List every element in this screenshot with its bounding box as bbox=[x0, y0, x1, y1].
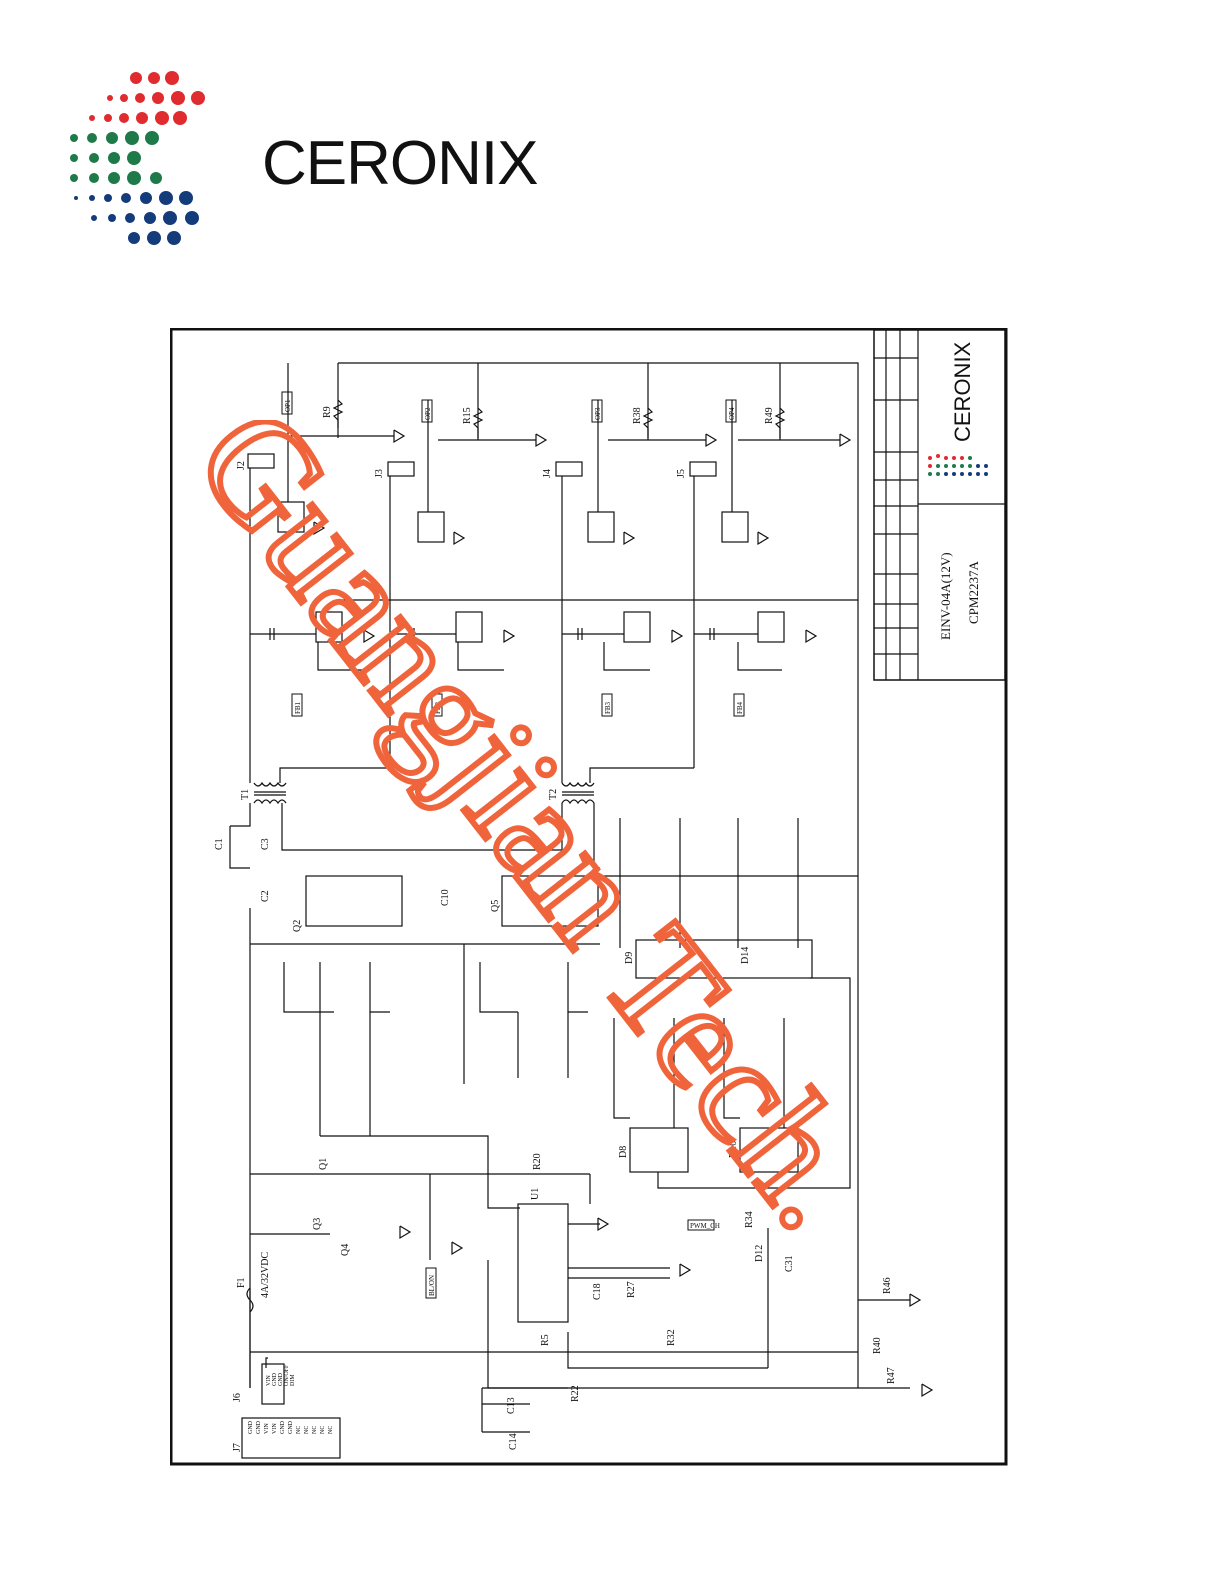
label-r27: R27 bbox=[626, 1281, 637, 1298]
net-fb4: FB4 bbox=[736, 701, 744, 714]
label-r47: R47 bbox=[886, 1367, 897, 1384]
schematic-diagram: J2 J3 J4 J5 R9 R15 R38 R49 T1 T2 C1 C3 C… bbox=[169, 327, 1008, 1466]
j7-pin-10: NC bbox=[320, 1426, 326, 1434]
net-pwm: PWM_CH bbox=[690, 1222, 720, 1230]
label-c3: C3 bbox=[260, 838, 271, 850]
label-r40: R40 bbox=[872, 1337, 883, 1354]
j7-pin-2: GND bbox=[256, 1420, 262, 1434]
j7-pin-11: NC bbox=[328, 1426, 334, 1434]
j7-pin-4: VIN bbox=[272, 1423, 278, 1434]
label-d14: D14 bbox=[740, 947, 751, 964]
label-d9: D9 bbox=[624, 952, 635, 964]
j7-pin-1: GND bbox=[248, 1420, 254, 1434]
label-j4: J4 bbox=[542, 469, 553, 478]
label-q2: Q2 bbox=[292, 920, 303, 932]
net-fb1: FB1 bbox=[294, 701, 302, 714]
j6-pin-3: GND bbox=[278, 1372, 284, 1386]
label-q1: Q1 bbox=[318, 1158, 329, 1170]
label-t2: T2 bbox=[548, 789, 559, 800]
label-t1: T1 bbox=[240, 789, 251, 800]
title-block: CERONIX EINV-04A(12V) CPM2237A bbox=[928, 341, 988, 640]
label-d10: D10 bbox=[728, 1141, 739, 1158]
label-r5: R5 bbox=[540, 1334, 551, 1346]
net-op1: OP1 bbox=[284, 399, 292, 412]
label-j5: J5 bbox=[676, 469, 687, 478]
schematic-sheet: J2 J3 J4 J5 R9 R15 R38 R49 T1 T2 C1 C3 C… bbox=[169, 327, 1008, 1466]
label-r38: R38 bbox=[632, 407, 643, 424]
label-r46: R46 bbox=[882, 1277, 893, 1294]
label-r20: R20 bbox=[532, 1153, 543, 1170]
logo-dots-icon bbox=[70, 71, 205, 245]
net-fb2: FB2 bbox=[434, 701, 442, 714]
label-c1: C1 bbox=[214, 838, 225, 850]
label-d8: D8 bbox=[618, 1146, 629, 1158]
label-j7: J7 bbox=[232, 1443, 243, 1452]
title-brand: CERONIX bbox=[950, 341, 975, 442]
ceronix-logo: CERONIX bbox=[62, 62, 538, 262]
j7-pin-6: GND bbox=[288, 1420, 294, 1434]
net-op3: OP3 bbox=[594, 407, 602, 420]
brand-name: CERONIX bbox=[262, 129, 538, 198]
label-r49: R49 bbox=[764, 407, 775, 424]
j6-pin-5: DIM bbox=[290, 1374, 296, 1386]
j7-pin-8: NC bbox=[304, 1426, 310, 1434]
label-q3: Q3 bbox=[312, 1218, 323, 1230]
j6-pin-4: ON/OFF bbox=[284, 1364, 290, 1386]
title-model: EINV-04A(12V) bbox=[938, 552, 953, 640]
label-d12: D12 bbox=[754, 1245, 765, 1262]
net-bl: BL/ON bbox=[428, 1275, 436, 1296]
net-fb3: FB3 bbox=[604, 701, 612, 714]
label-j6: J6 bbox=[232, 1393, 243, 1402]
label-c18: C18 bbox=[592, 1283, 603, 1300]
j7-pin-7: NC bbox=[296, 1426, 302, 1434]
label-r9: R9 bbox=[322, 406, 333, 418]
label-c14: C14 bbox=[508, 1433, 519, 1450]
label-q4: Q4 bbox=[340, 1244, 351, 1256]
title-part-number: CPM2237A bbox=[966, 561, 981, 624]
label-c13: C13 bbox=[506, 1397, 517, 1414]
label-j3: J3 bbox=[374, 469, 385, 478]
j6-pin-2: GND bbox=[272, 1372, 278, 1386]
label-c10: C10 bbox=[440, 889, 451, 906]
label-r34: R34 bbox=[744, 1211, 755, 1228]
net-op2: OP2 bbox=[424, 407, 432, 420]
label-fuse-rating: 4A/32VDC bbox=[260, 1252, 271, 1298]
label-q5: Q5 bbox=[490, 900, 501, 912]
title-logo-dots-icon bbox=[928, 454, 988, 476]
j7-pin-5: GND bbox=[280, 1420, 286, 1434]
label-r32: R32 bbox=[666, 1329, 677, 1346]
j7-pin-3: VIN bbox=[264, 1423, 270, 1434]
label-c2: C2 bbox=[260, 890, 271, 902]
label-f1: F1 bbox=[236, 1277, 247, 1288]
net-op4: OP4 bbox=[728, 407, 736, 420]
label-r15: R15 bbox=[462, 407, 473, 424]
label-j2: J2 bbox=[236, 461, 247, 470]
label-r22: R22 bbox=[570, 1385, 581, 1402]
j7-pin-9: NC bbox=[312, 1426, 318, 1434]
j6-pin-1: VIN bbox=[266, 1375, 272, 1386]
label-u1: U1 bbox=[530, 1188, 541, 1200]
label-c31: C31 bbox=[784, 1255, 795, 1272]
